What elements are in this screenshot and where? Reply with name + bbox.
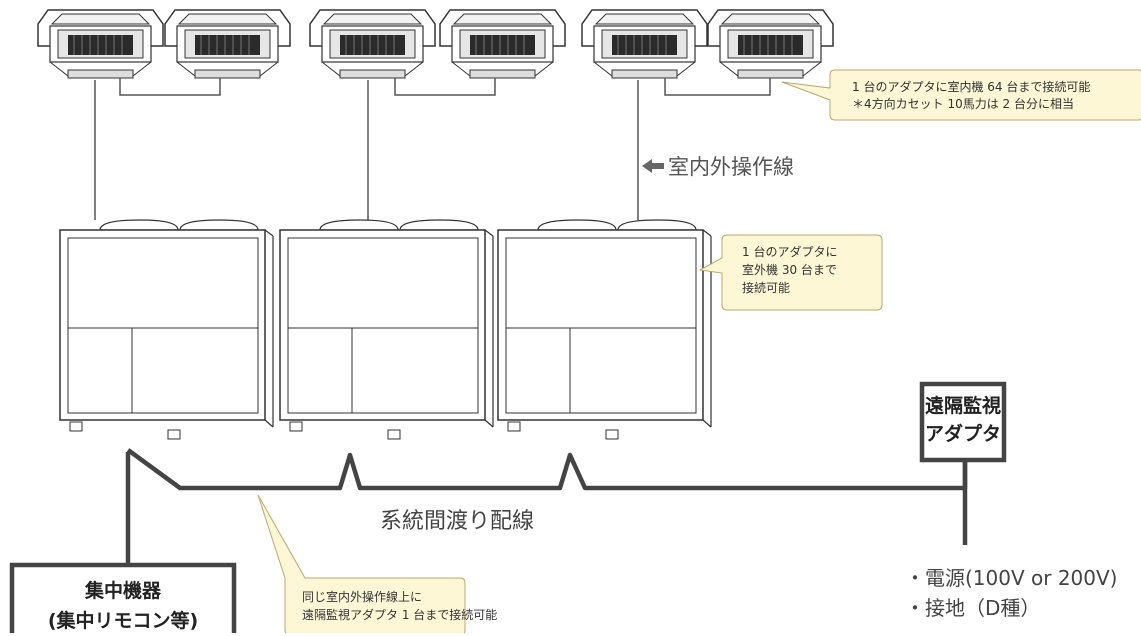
adapter-label-line1: 遠隔監視: [924, 395, 1001, 417]
operation-line-label: 室内外操作線: [668, 155, 794, 179]
left-arrow-icon: [642, 159, 664, 173]
callout-outdoor-line1: 1 台のアダプタに: [742, 245, 838, 259]
central-box: [9, 562, 237, 633]
indoor-unit-6: [707, 9, 834, 79]
callout-same-line-line1: 同じ室内外操作線上に: [302, 590, 423, 604]
transfer-wiring-line: [125, 448, 968, 565]
callout-same-line-bubble: [257, 494, 466, 633]
indoor-unit-3: [309, 9, 436, 79]
callout-outdoor-line2: 室外機 30 台まで: [742, 263, 837, 277]
central-box-label: 集中機器 (集中リモコン等): [14, 576, 232, 636]
callout-indoor-bubble: [781, 69, 1141, 121]
power-label: ・電源(100V or 200V): [905, 566, 1118, 590]
adapter-label-line2: アダプタ: [924, 423, 1001, 445]
outdoor-unit-1: [59, 219, 274, 440]
callout-same-line-line2: 遠隔監視アダプタ 1 台まで接続可能: [302, 608, 498, 622]
outdoor-unit-2: [279, 219, 494, 440]
ground-label: ・接地（D種）: [905, 596, 1041, 620]
indoor-wires: [94, 78, 771, 220]
callout-indoor-line1: 1 台のアダプタに室内機 64 台まで接続可能: [852, 80, 1091, 94]
callout-indoor-line2: ＊4方向カセット 10馬力は 2 台分に相当: [852, 97, 1074, 111]
central-label-line1: 集中機器: [84, 580, 161, 602]
indoor-unit-2: [164, 9, 291, 79]
indoor-unit-1: [37, 9, 164, 79]
adapter-box: [919, 381, 1007, 463]
transfer-wiring-label: 系統間渡り配線: [380, 509, 535, 534]
adapter-box-label: 遠隔監視 アダプタ: [924, 392, 1002, 448]
indoor-unit-4: [439, 9, 566, 79]
callout-outdoor-bubble: [698, 234, 883, 311]
central-label-line2: (集中リモコン等): [47, 610, 199, 632]
indoor-unit-5: [581, 9, 708, 79]
outdoor-unit-3: [497, 219, 712, 440]
callout-outdoor-line3: 接続可能: [742, 281, 791, 295]
